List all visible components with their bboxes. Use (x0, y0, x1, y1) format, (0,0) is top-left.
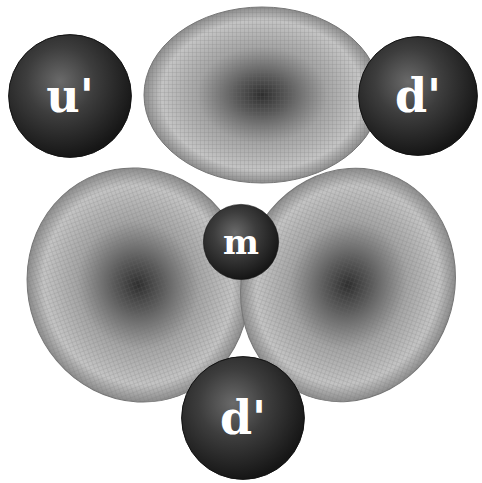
sphere-node: d' (358, 36, 478, 156)
particle-label: u' (46, 73, 94, 119)
sphere-text-holder: u' (8, 34, 132, 158)
sphere-text-holder: d' (181, 356, 305, 480)
sphere-node: d' (181, 356, 305, 480)
sphere-text-holder: d' (358, 36, 478, 156)
torus-top (144, 7, 380, 183)
sphere-text-holder: m (203, 204, 279, 280)
sphere-node: m (203, 204, 279, 280)
particle-label: m (223, 225, 259, 259)
sphere-node: u' (8, 34, 132, 158)
particle-label: d' (395, 73, 441, 119)
particle-label: d' (220, 395, 266, 441)
